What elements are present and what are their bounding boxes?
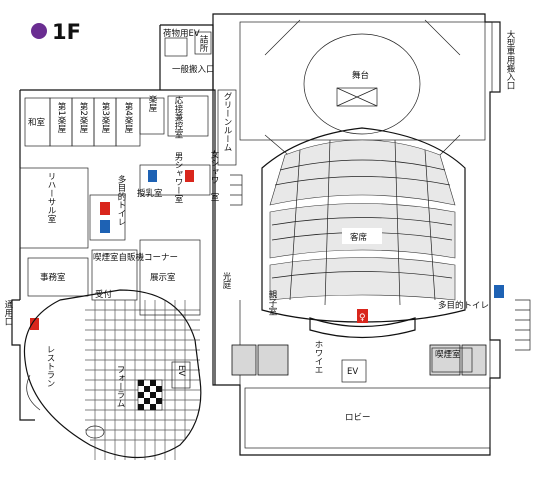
shower-female-label: 女シャワー室: [209, 149, 219, 201]
restroom-icon: [30, 318, 39, 330]
japanese-room-label: 和室: [28, 117, 46, 128]
floor-label: 1F: [52, 20, 81, 44]
dressing-room-4-label: 第4楽屋: [123, 101, 133, 133]
stage-label: 舞台: [352, 70, 369, 81]
dressing-room-small-label: 楽屋: [147, 94, 157, 113]
general-entrance-label: 一般搬入口: [172, 64, 215, 75]
cargo-ev-label: 荷物用EV: [163, 28, 200, 39]
foyer-lobby: 親子室 ホワイエ EV 喫煙室 多目的トイレ ロビー: [231, 285, 504, 449]
seats-label: 客席: [350, 232, 368, 243]
light-court-label: 光庭: [221, 271, 231, 290]
ev1-label: EV: [176, 365, 186, 376]
dressing-rooms: 和室 第1楽屋 第2楽屋 第3楽屋 第4楽屋 楽屋 応接兼控室 グリーンルーム: [24, 89, 237, 166]
smoking-vending-label: 喫煙室自販機コーナー: [93, 252, 178, 263]
restroom-icon: [185, 170, 194, 182]
dressing-room-1-label: 第1楽屋: [56, 101, 66, 133]
multi-toilet-1-label: 多目的トイレ: [116, 174, 126, 226]
lobby-label: ロビー: [345, 413, 371, 423]
multi-toilet-2-label: 多目的トイレ: [438, 300, 489, 311]
stairs: [230, 174, 531, 351]
auditorium: 客席 ♀: [261, 127, 466, 339]
parent-child-room-label: 親子室: [267, 289, 277, 315]
ev-west: EV: [171, 361, 191, 389]
reception-control-label: 応接兼控室: [173, 95, 183, 138]
office-label: 事務室: [40, 272, 66, 283]
restroom-icon: [100, 202, 110, 215]
dressing-room-2-label: 第2楽屋: [78, 101, 88, 133]
nursing-room-label: 授乳室: [137, 188, 163, 199]
floor-dot-icon: [31, 23, 47, 39]
ev2-label: EV: [347, 367, 358, 377]
west-wing: リハーサル室 事務室 喫煙室自販機コーナー 受付 展示室 光庭 通用口: [3, 167, 231, 330]
facilities-block: 男シャワー室 女シャワー室 授乳室 多目的トイレ: [89, 149, 219, 241]
green-room-label: グリーンルーム: [222, 92, 232, 152]
smoking-room-2-label: 喫煙室: [435, 349, 461, 360]
staff-entrance-label: 通用口: [3, 299, 13, 325]
foyer-label: ホワイエ: [313, 340, 323, 374]
loading-dock-label: 大型車用搬入口: [505, 29, 515, 89]
restroom-icon: [494, 285, 504, 298]
svg-text:♀: ♀: [359, 313, 366, 323]
restroom-icon: [100, 220, 110, 233]
forum-label: フォーラム: [115, 365, 125, 408]
shower-male-label: 男シャワー室: [173, 152, 183, 203]
floor-indicator: 1F: [31, 20, 81, 44]
forum-restaurant: レストラン フォーラム: [23, 289, 202, 460]
guard-room-label: 詰所: [198, 34, 208, 53]
rehearsal-room-label: リハーサル室: [46, 172, 56, 223]
exhibition-label: 展示室: [150, 272, 176, 283]
dressing-room-3-label: 第3楽屋: [100, 101, 110, 133]
restroom-icon: [357, 309, 368, 323]
restroom-icon: [148, 170, 157, 182]
stage-area: 舞台: [264, 19, 461, 166]
restaurant-label: レストラン: [45, 345, 55, 388]
reception-desk-label: 受付: [95, 289, 113, 300]
service-area: 荷物用EV 詰所 一般搬入口 大型車用搬入口: [163, 21, 515, 93]
